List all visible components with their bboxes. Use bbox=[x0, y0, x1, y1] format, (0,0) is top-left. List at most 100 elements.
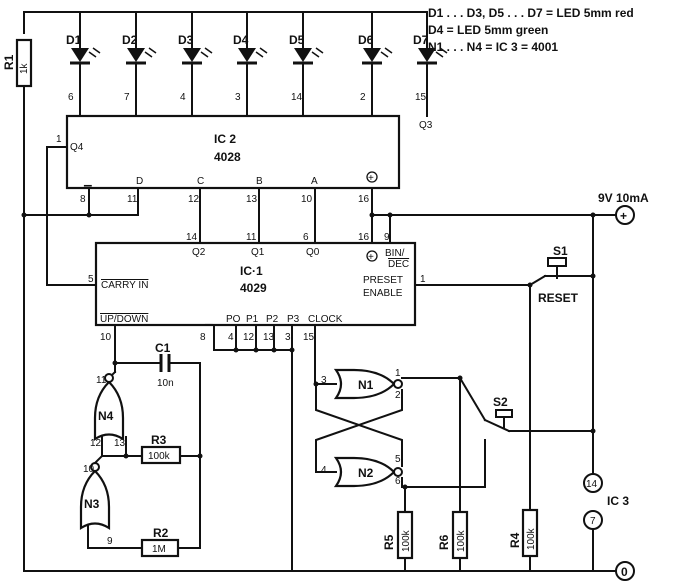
junction-dot bbox=[233, 347, 239, 353]
led-name: D6 bbox=[358, 33, 374, 47]
ic3-name: IC 3 bbox=[607, 494, 629, 508]
led-light-arrows-icon bbox=[311, 47, 324, 58]
r2-value: 1M bbox=[152, 544, 166, 555]
ic1-vdd-plus-icon bbox=[366, 250, 378, 262]
ic3-gnd-pin: 7 bbox=[590, 516, 596, 527]
ic1-plus: + bbox=[368, 252, 374, 263]
n4-nor-gate bbox=[93, 380, 125, 442]
ic1-ground-icon: ▁ bbox=[204, 315, 213, 326]
n4-in2-pin: 13 bbox=[114, 438, 126, 449]
led-diode-icon bbox=[238, 48, 256, 62]
ic1-enable-label: ENABLE bbox=[363, 288, 403, 299]
ground-terminal-label: 0 bbox=[621, 565, 628, 579]
junction-dot bbox=[369, 212, 375, 218]
n3-in-wire bbox=[87, 525, 143, 549]
s1-name: S1 bbox=[553, 244, 568, 258]
n2-inverter-bubble bbox=[393, 467, 403, 477]
n2-in2-wire bbox=[401, 439, 486, 488]
cross-wire-a bbox=[315, 389, 403, 473]
n4-out-pin: 11 bbox=[96, 375, 107, 386]
led-diode-icon bbox=[71, 48, 89, 62]
ic2-4028-chip bbox=[65, 114, 401, 190]
ic1-p0-pin: 4 bbox=[228, 332, 234, 343]
r5-name: R5 bbox=[382, 534, 396, 550]
n4-inverter-bubble bbox=[104, 373, 114, 383]
led-pin: 3 bbox=[235, 92, 241, 103]
junction-dot bbox=[271, 347, 277, 353]
led-diode-icon bbox=[418, 48, 436, 62]
led-name: D1 bbox=[66, 33, 82, 47]
ic3-pin14-icon bbox=[583, 473, 603, 493]
ic2-plus: + bbox=[368, 173, 374, 184]
led-diode-icon bbox=[183, 48, 201, 62]
ic1-p1-pin: 12 bbox=[243, 332, 255, 343]
r4-name: R4 bbox=[508, 532, 522, 548]
led-light-arrows-icon bbox=[435, 47, 448, 58]
ic2-part: 4028 bbox=[214, 150, 241, 164]
note-gates: N1 . . . N4 = IC 3 = 4001 bbox=[428, 40, 558, 54]
n1-name: N1 bbox=[358, 378, 374, 392]
ic1-preset-pin: 1 bbox=[420, 274, 426, 285]
r4-value: 100k bbox=[526, 527, 537, 550]
ic1-carry-label: CARRY IN bbox=[101, 280, 148, 291]
ic1-bin-pin: 9 bbox=[384, 232, 390, 243]
n3-out-wire bbox=[93, 454, 104, 465]
ic1-p2-pin: 13 bbox=[263, 332, 275, 343]
r5-value: 100k bbox=[401, 529, 412, 552]
ic2-a-pin: 10 bbox=[301, 194, 313, 205]
ic2-b-pin: 13 bbox=[246, 194, 258, 205]
ic2-q4-pin: 1 bbox=[56, 134, 62, 145]
ic1-4029-chip bbox=[94, 241, 417, 327]
ic2-c-pin: 12 bbox=[188, 194, 200, 205]
r2-name: R2 bbox=[153, 526, 169, 540]
c1-value: 10n bbox=[157, 378, 174, 389]
supply-label: 9V 10mA bbox=[598, 191, 649, 205]
led-light-arrows-icon bbox=[380, 47, 393, 58]
ic2-d-pin: 11 bbox=[127, 194, 138, 205]
n3-name: N3 bbox=[84, 497, 100, 511]
ic1-q2-label: Q2 bbox=[192, 247, 206, 258]
ground-terminal-icon bbox=[615, 561, 635, 581]
ic1-preset-label: PRESET bbox=[363, 275, 403, 286]
led-pin: 14 bbox=[291, 92, 303, 103]
led-pin: 7 bbox=[124, 92, 130, 103]
ic1-q0-label: Q0 bbox=[306, 247, 320, 258]
junction-dot bbox=[21, 212, 27, 218]
led-light-arrows-icon bbox=[200, 47, 213, 58]
ic2-vdd-pin: 16 bbox=[358, 194, 370, 205]
cross-wire-b bbox=[315, 383, 403, 467]
n4-in1-pin: 12 bbox=[90, 438, 102, 449]
ic1-clock-pin: 15 bbox=[303, 332, 315, 343]
led-light-arrows-icon bbox=[144, 47, 157, 58]
n2-out-pin: 4 bbox=[321, 465, 327, 476]
ic1-q1-label: Q1 bbox=[251, 247, 265, 258]
ic1-dec-label: DEC bbox=[388, 259, 409, 270]
junction-dot bbox=[313, 381, 319, 387]
junction-dot bbox=[590, 428, 596, 434]
note-led-green: D4 = LED 5mm green bbox=[428, 23, 548, 37]
led-name: D5 bbox=[289, 33, 305, 47]
n1-nor-gate bbox=[333, 368, 396, 400]
led-pin: 15 bbox=[415, 92, 427, 103]
ic1-name: IC·1 bbox=[240, 264, 263, 278]
led-diode-icon bbox=[294, 48, 312, 62]
n2-in1-pin: 5 bbox=[395, 454, 401, 465]
led-name: D7 bbox=[413, 33, 429, 47]
s2-pushbutton-icon bbox=[495, 409, 513, 418]
r1-resistor bbox=[15, 38, 33, 88]
led-pin: 4 bbox=[180, 92, 186, 103]
n3-nor-gate bbox=[79, 469, 111, 531]
ic1-p3-pin: 3 bbox=[285, 332, 291, 343]
led-name: D2 bbox=[122, 33, 138, 47]
led-diode-icon bbox=[127, 48, 145, 62]
n1-in1-pin: 1 bbox=[395, 368, 401, 379]
junction-dot bbox=[289, 347, 295, 353]
ic2-q4-label: Q4 bbox=[70, 142, 84, 153]
ic1-p1-label: P1 bbox=[246, 314, 259, 325]
ic2-c-label: C bbox=[197, 176, 204, 187]
led-name: D4 bbox=[233, 33, 249, 47]
junction-dot bbox=[253, 347, 259, 353]
r3-name: R3 bbox=[151, 433, 167, 447]
vdd-terminal-plus: + bbox=[620, 209, 627, 223]
n3-in-pin: 9 bbox=[107, 536, 113, 547]
